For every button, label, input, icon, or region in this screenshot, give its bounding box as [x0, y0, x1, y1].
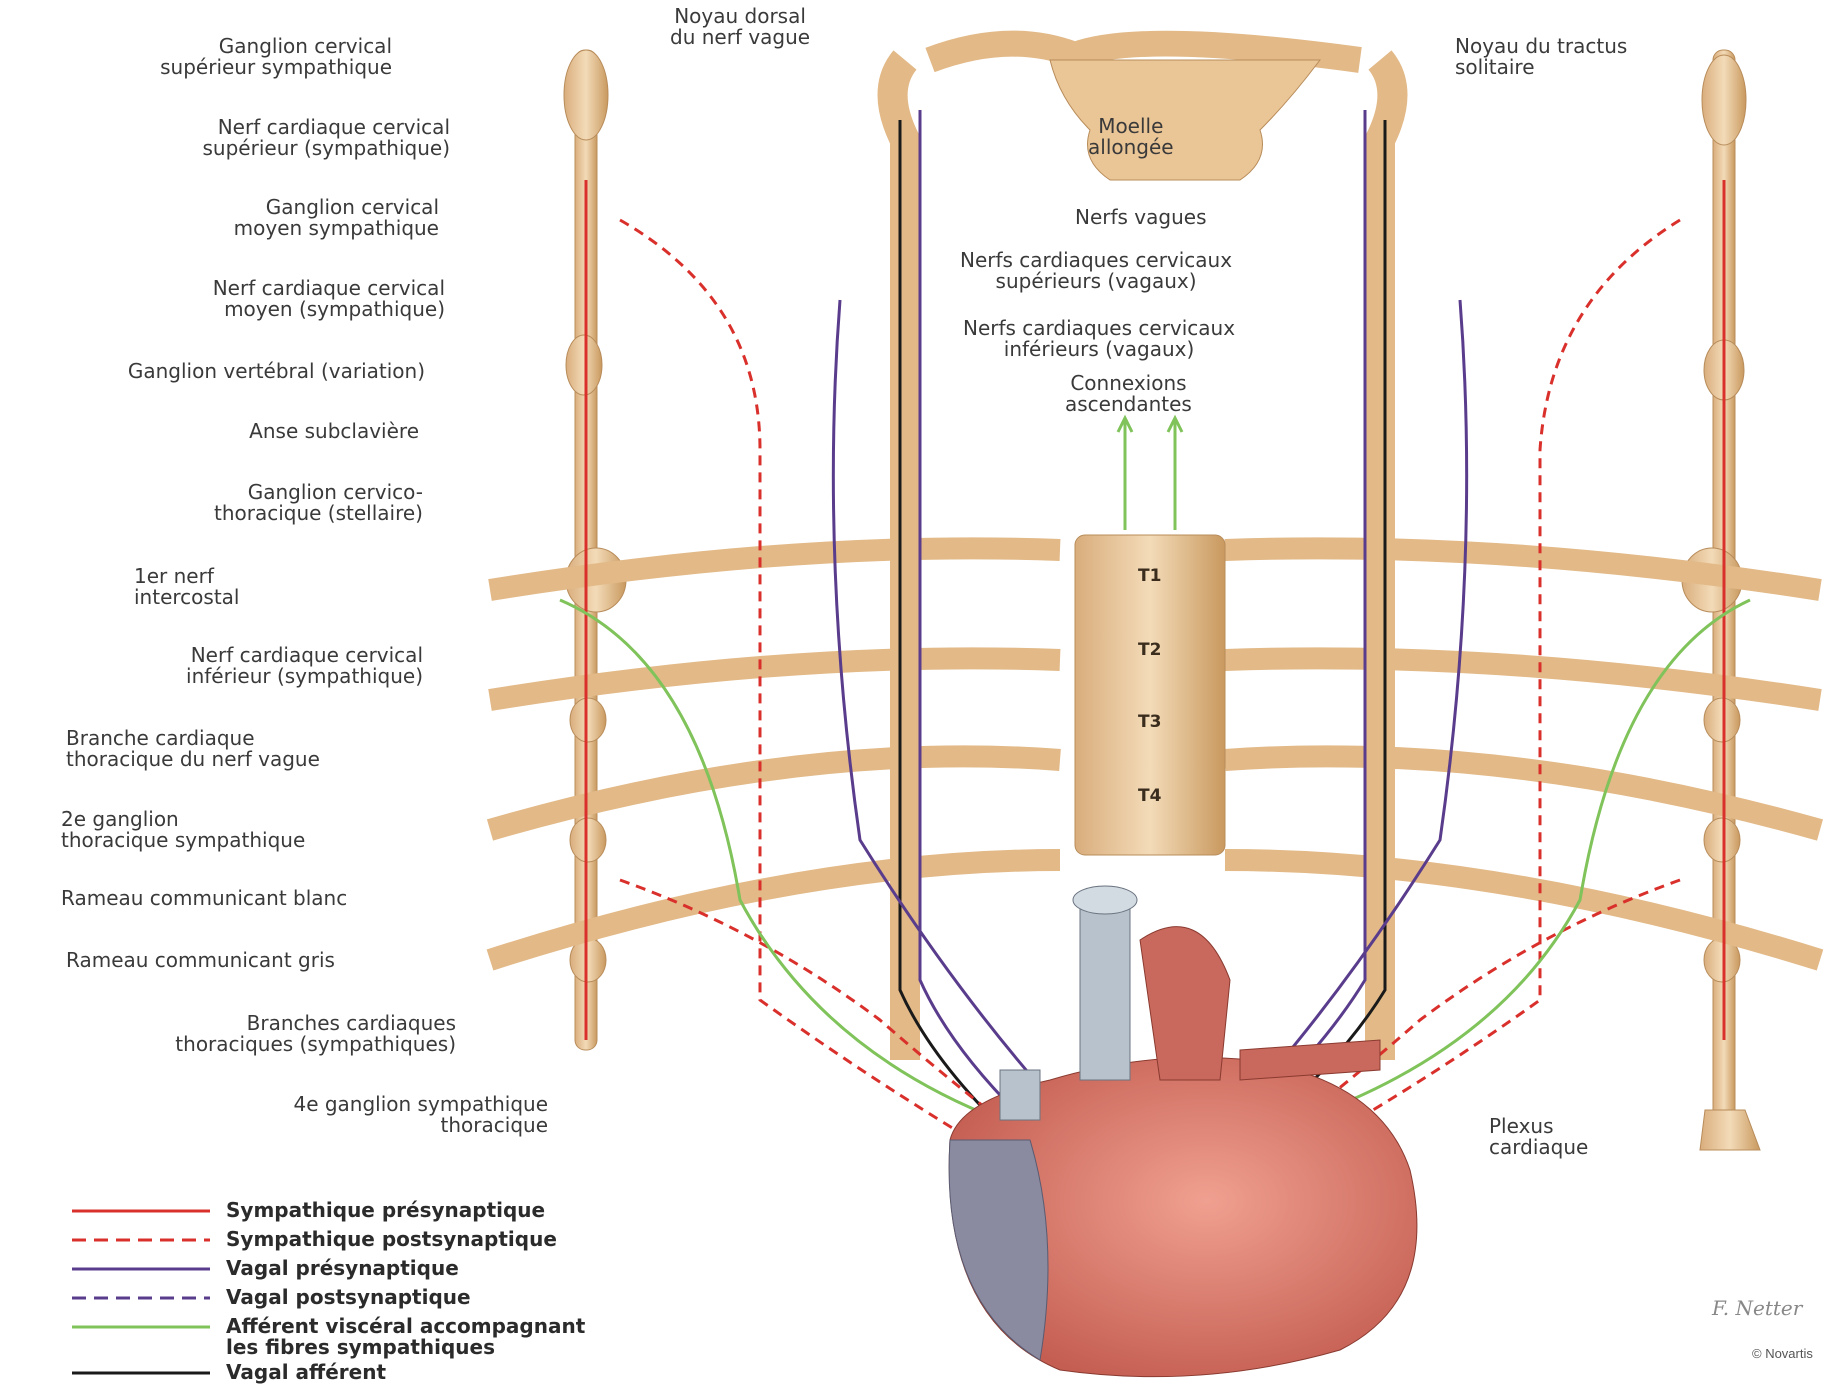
label-plexus: Plexus cardiaque: [1489, 1116, 1588, 1158]
legend-item-label: Sympathique présynaptique: [226, 1200, 545, 1221]
segment-label: T2: [1138, 640, 1161, 660]
label-rameau-gris: Rameau communicant gris: [66, 950, 335, 971]
legend-item-label: Vagal afférent: [226, 1362, 386, 1383]
label-branches-thor: Branches cardiaques thoraciques (sympath…: [175, 1013, 456, 1055]
label-ncc-sup-vagaux: Nerfs cardiaques cervicaux supérieurs (v…: [960, 250, 1232, 292]
label-moelle: Moelle allongée: [1088, 116, 1174, 158]
label-ganglion-stellaire: Ganglion cervico- thoracique (stellaire): [214, 482, 423, 524]
legend-item-label: Afférent viscéral accompagnant les fibre…: [226, 1316, 585, 1358]
label-ganglion-2: 2e ganglion thoracique sympathique: [61, 809, 305, 851]
label-nerf-intercostal: 1er nerf intercostal: [134, 566, 239, 608]
left-sympathetic-chain: [564, 50, 626, 1050]
legend-item-label: Sympathique postsynaptique: [226, 1229, 557, 1250]
label-anse: Anse subclavière: [249, 421, 419, 442]
heart: [949, 886, 1417, 1377]
segment-label: T3: [1138, 712, 1161, 732]
label-ncc-inf-vagaux: Nerfs cardiaques cervicaux inférieurs (v…: [963, 318, 1235, 360]
label-noyau-dorsal: Noyau dorsal du nerf vague: [670, 6, 810, 48]
label-branche-vague: Branche cardiaque thoracique du nerf vag…: [66, 728, 320, 770]
label-ganglion-4: 4e ganglion sympathique thoracique: [293, 1094, 548, 1136]
label-ncc-inf-symp: Nerf cardiaque cervical inférieur (sympa…: [186, 645, 423, 687]
legend-item-label: Vagal postsynaptique: [226, 1287, 471, 1308]
netter-signature: F. Netter: [1712, 1296, 1802, 1320]
segment-label: T4: [1138, 786, 1161, 806]
label-nerfs-vagues: Nerfs vagues: [1075, 207, 1207, 228]
label-noyau-tractus: Noyau du tractus solitaire: [1455, 36, 1627, 78]
label-ncc-moyen-symp: Nerf cardiaque cervical moyen (sympathiq…: [213, 278, 445, 320]
label-ganglion-sup: Ganglion cervical supérieur sympathique: [160, 36, 392, 78]
label-ganglion-moyen: Ganglion cervical moyen sympathique: [234, 197, 439, 239]
segment-label: T1: [1138, 566, 1161, 586]
label-ganglion-vert: Ganglion vertébral (variation): [128, 361, 425, 382]
credit-text: © Novartis: [1752, 1346, 1813, 1361]
legend-item-label: Vagal présynaptique: [226, 1258, 459, 1279]
legend-swatches: [72, 1211, 210, 1373]
label-ncc-sup-symp: Nerf cardiaque cervical supérieur (sympa…: [203, 117, 450, 159]
label-connexions: Connexions ascendantes: [1065, 373, 1192, 415]
label-rameau-blanc: Rameau communicant blanc: [61, 888, 347, 909]
